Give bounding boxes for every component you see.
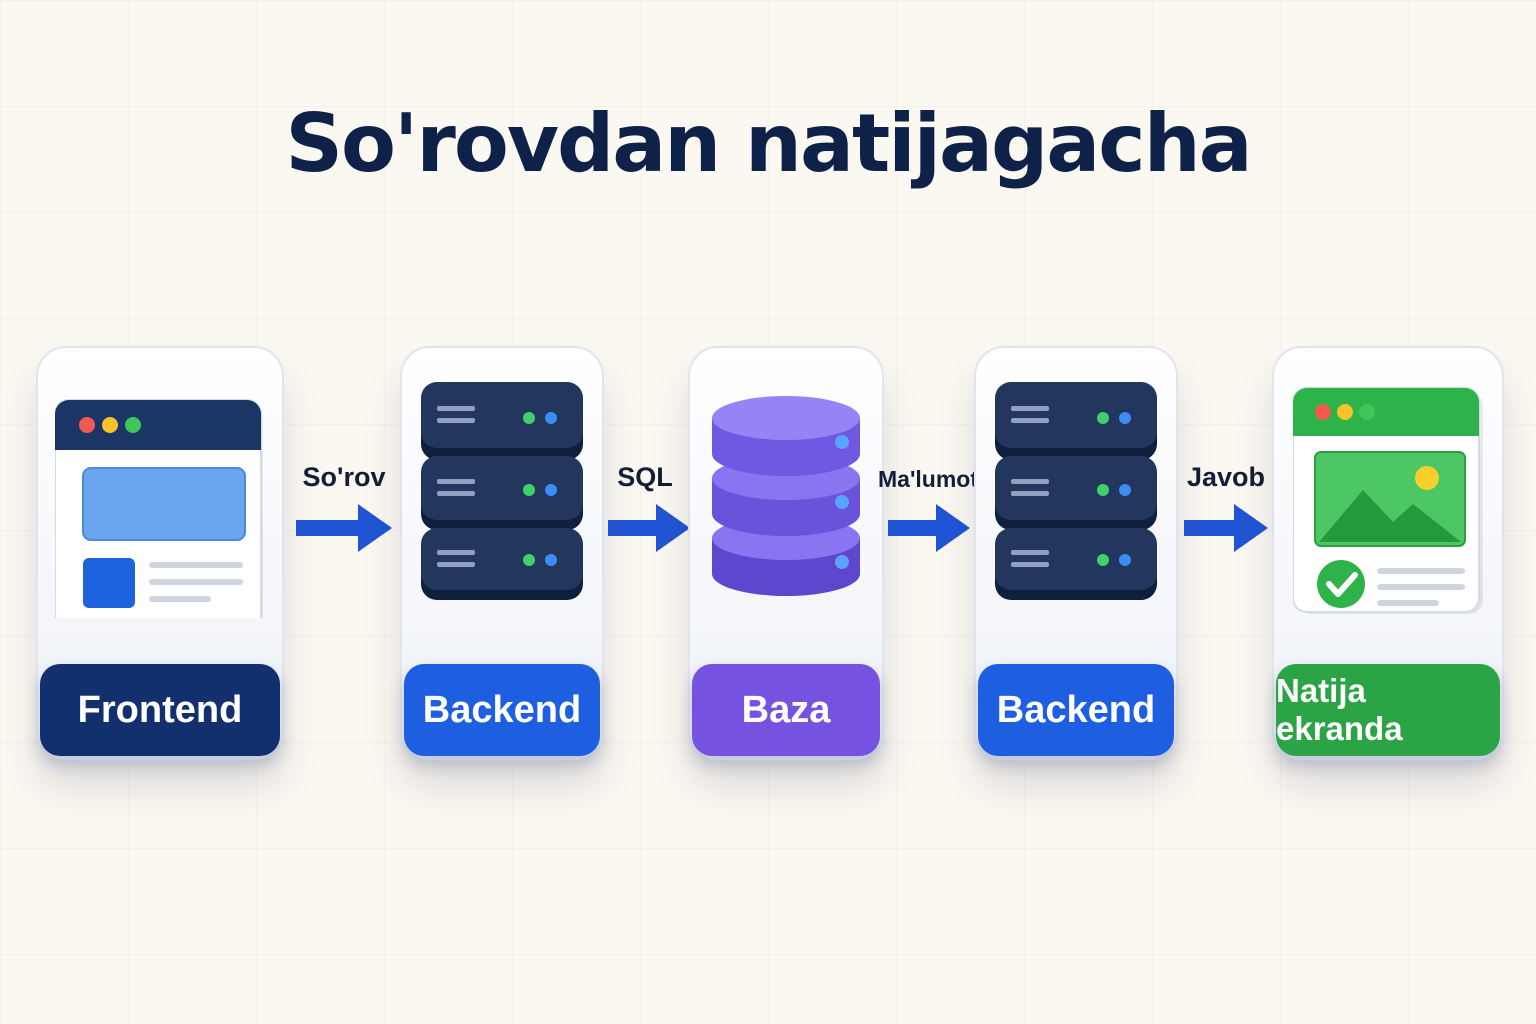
- stage-label: Frontend: [40, 664, 280, 756]
- database-icon: [690, 378, 882, 628]
- connector-label: Ma'lumot: [878, 466, 979, 492]
- stage-label: Backend: [404, 664, 600, 756]
- stage-label: Natija ekranda: [1276, 664, 1500, 756]
- arrow-right-icon: [888, 504, 970, 552]
- browser-window-icon: [38, 378, 282, 628]
- server-stack-icon: [402, 378, 602, 628]
- connector-label: Javob: [1186, 462, 1266, 492]
- arrow-right-icon: [296, 504, 392, 552]
- stage-label: Baza: [692, 664, 880, 756]
- stage-card-database: Baza: [688, 346, 884, 762]
- connector-label: SQL: [617, 462, 673, 492]
- stage-card-backend-1: Backend: [400, 346, 604, 762]
- arrow-right-icon: [608, 504, 690, 552]
- arrow-right-icon: [1184, 504, 1268, 552]
- stage-label: Backend: [978, 664, 1174, 756]
- stage-card-result: Natija ekranda: [1272, 346, 1504, 762]
- stage-card-backend-2: Backend: [974, 346, 1178, 762]
- stage-card-frontend: Frontend: [36, 346, 284, 762]
- diagram-title: So'rovdan natijagacha: [285, 97, 1252, 190]
- result-window-icon: [1274, 378, 1502, 628]
- connector-label: So'rov: [302, 462, 386, 492]
- server-stack-icon: [976, 378, 1176, 628]
